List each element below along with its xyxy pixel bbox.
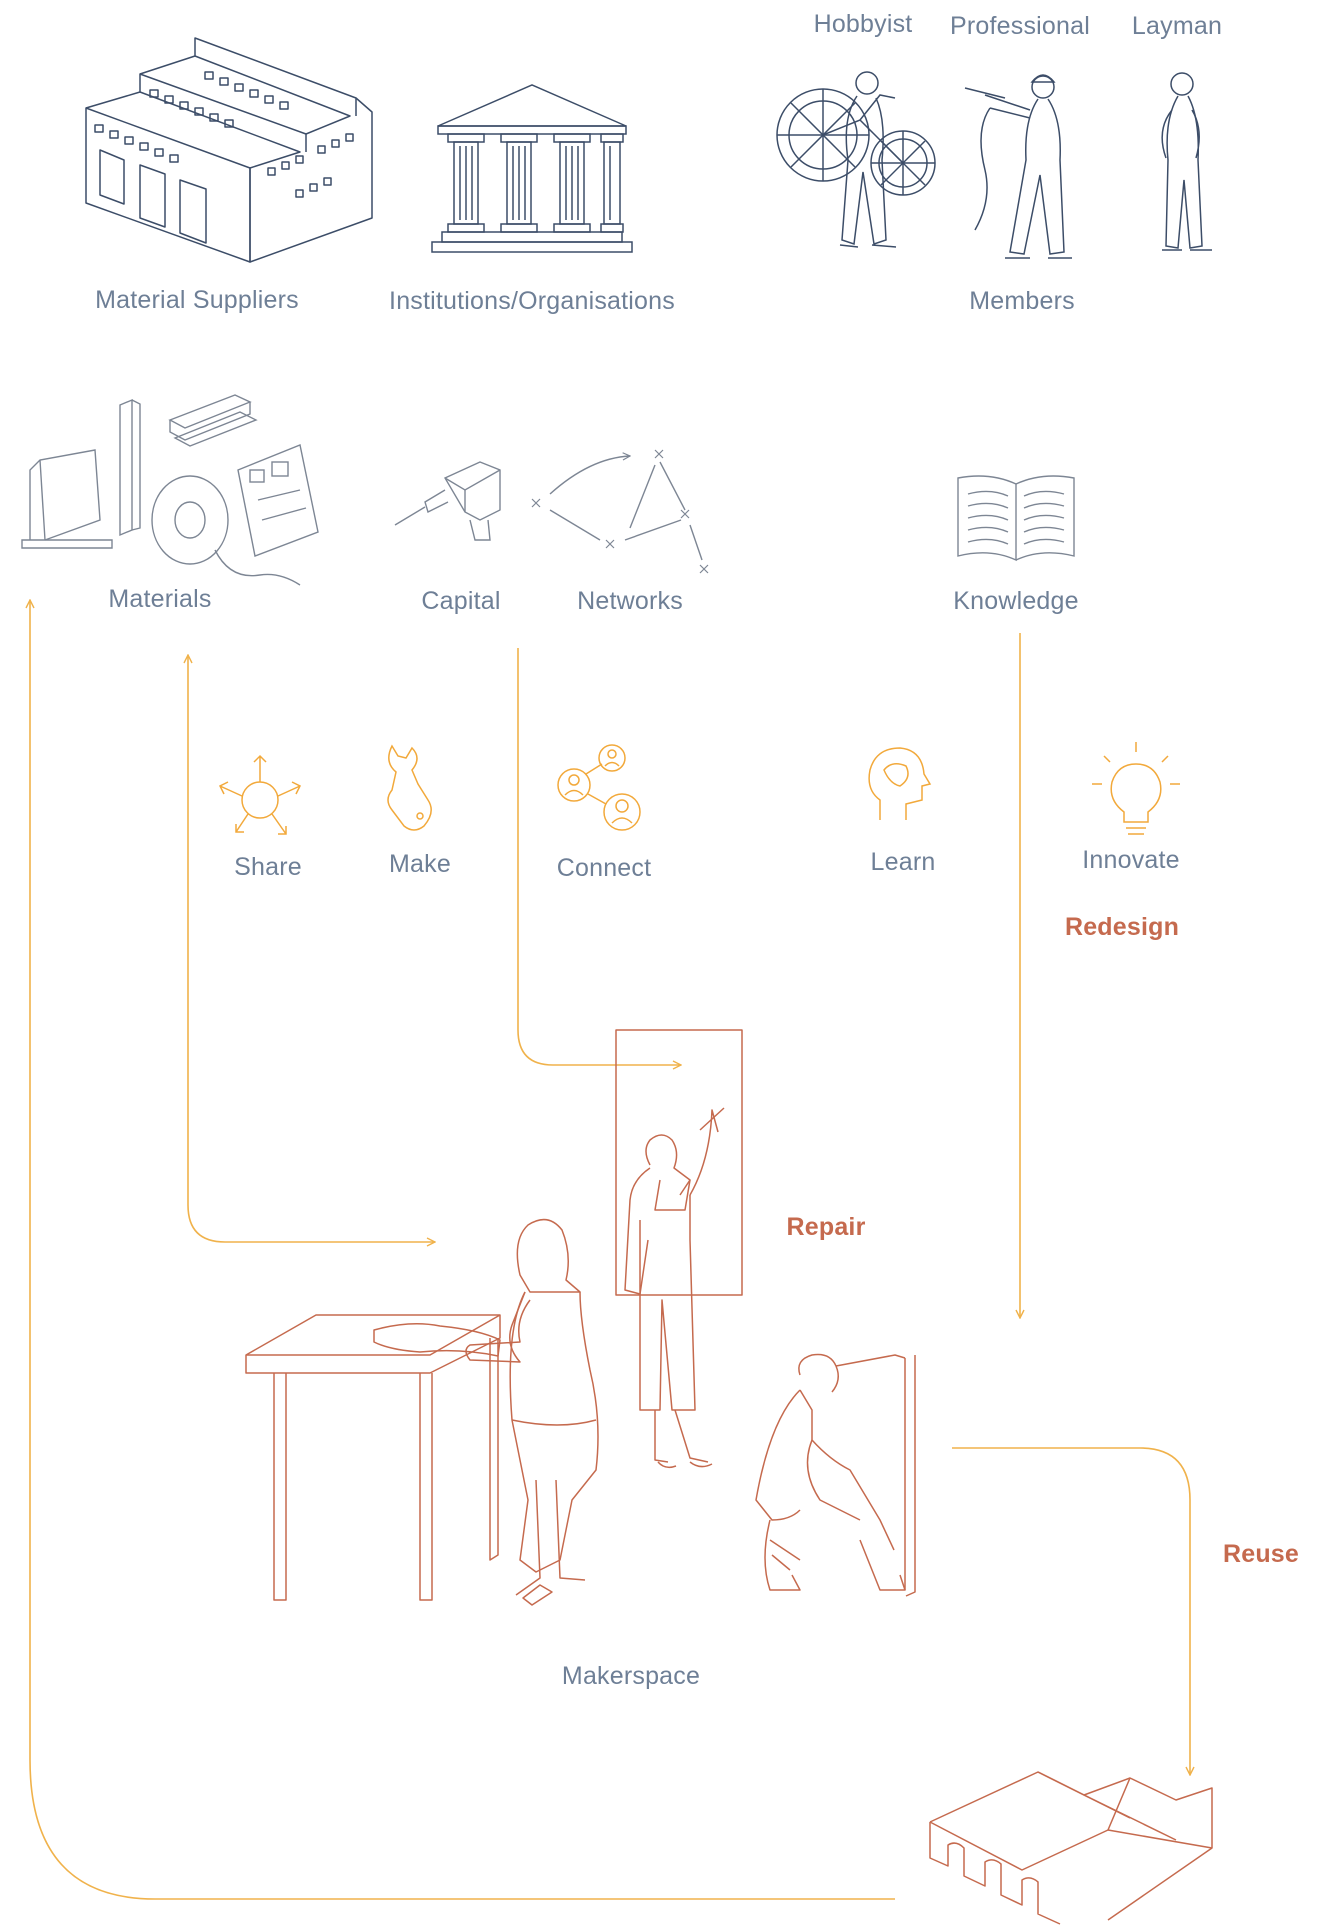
- learn-head-icon: [868, 747, 932, 820]
- flow-materials-makerspace: [188, 655, 435, 1242]
- networks-label: Networks: [577, 587, 683, 615]
- capital-drill-icon: [394, 461, 501, 541]
- capital-label: Capital: [421, 587, 501, 615]
- material-suppliers-label: Material Suppliers: [95, 286, 299, 314]
- share-label: Share: [234, 853, 302, 881]
- makerspace-people-illustration: [245, 1029, 916, 1606]
- network-graph-icon: [531, 449, 709, 574]
- learn-label: Learn: [870, 848, 936, 876]
- make-wrench-icon: [387, 744, 432, 831]
- layman-icon: [1161, 72, 1212, 251]
- reuse-label: Reuse: [1222, 1540, 1300, 1568]
- flow-loop-to-materials: [30, 600, 895, 1900]
- materials-label: Materials: [108, 585, 212, 613]
- building-icon: [929, 1771, 1213, 1925]
- connect-label: Connect: [556, 854, 652, 882]
- flow-networks-board: [517, 648, 681, 1065]
- book-icon: [957, 475, 1075, 562]
- professional-label: Professional: [950, 12, 1090, 40]
- layman-label: Layman: [1131, 12, 1223, 40]
- repair-label: Repair: [786, 1213, 866, 1241]
- professional-icon: [964, 74, 1072, 259]
- institution-icon: [431, 84, 633, 253]
- innovate-label: Innovate: [1082, 846, 1180, 874]
- institutions-label: Institutions/Organisations: [389, 287, 675, 315]
- share-icon: [218, 754, 302, 835]
- members-label: Members: [969, 287, 1075, 315]
- makerspace-label: Makerspace: [561, 1662, 701, 1690]
- redesign-label: Redesign: [1064, 913, 1180, 941]
- hobbyist-icon: [776, 71, 936, 248]
- innovate-bulb-icon: [1092, 742, 1180, 835]
- materials-icon: [21, 394, 319, 586]
- hobbyist-label: Hobbyist: [813, 10, 913, 38]
- flow-reuse: [952, 1447, 1190, 1775]
- make-label: Make: [389, 850, 451, 878]
- flow-lines: [30, 600, 1190, 1900]
- connect-people-icon: [557, 744, 641, 831]
- factory-icon: [85, 37, 373, 263]
- knowledge-label: Knowledge: [953, 587, 1079, 615]
